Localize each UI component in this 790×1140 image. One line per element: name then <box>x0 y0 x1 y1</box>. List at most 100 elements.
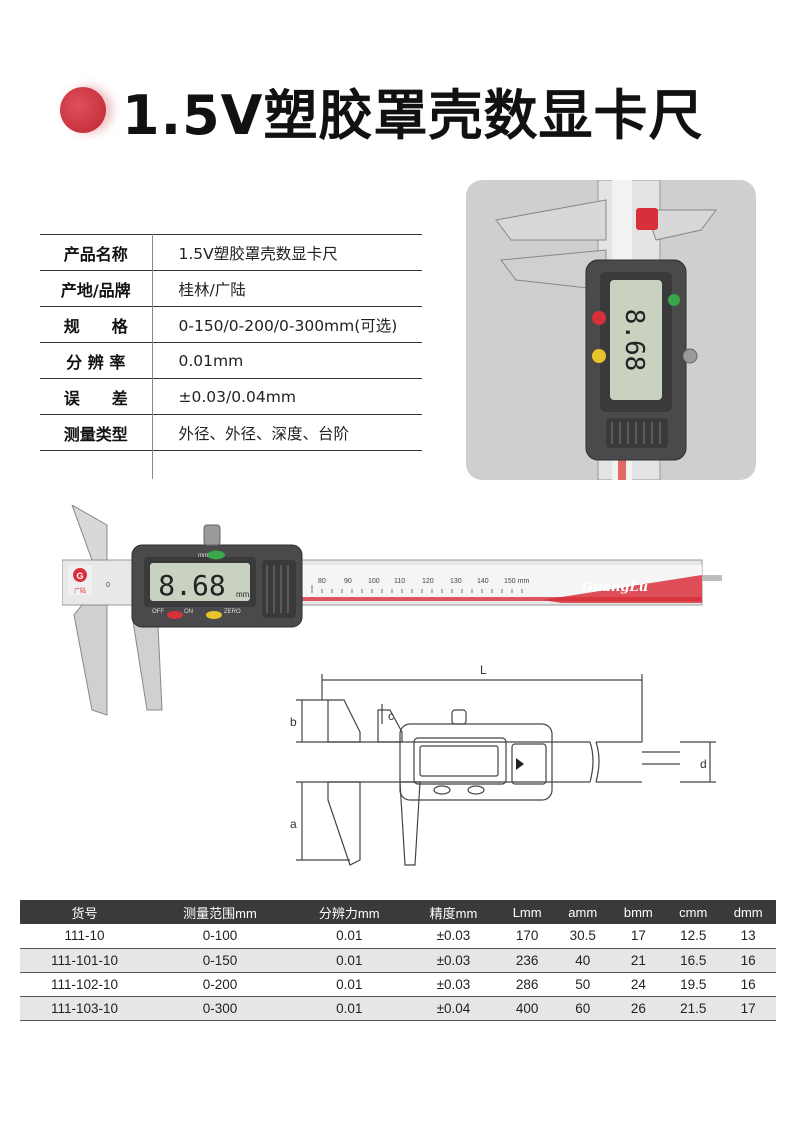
brand-logo-icon <box>636 208 658 230</box>
spec-row: 测量类型 外径、外径、深度、台阶 <box>40 414 422 451</box>
spec-label: 规 格 <box>40 306 153 343</box>
scale-tick-label: 110 <box>394 578 405 585</box>
table-cell: 16.5 <box>680 952 707 968</box>
dimension-label-b: b <box>290 715 297 729</box>
spec-row: 规 格 0-150/0-200/0-300mm(可选) <box>40 306 422 343</box>
caliper-main-photo: 80 90 100 110 120 130 140 150 mm 0 Guang… <box>61 503 728 720</box>
on-label: ON <box>184 609 193 615</box>
table-cell: 0-100 <box>202 928 238 944</box>
spec-label: 测量类型 <box>40 414 153 451</box>
table-cell: 111-103-10 <box>51 1000 119 1016</box>
table-cell: 16 <box>740 976 756 992</box>
table-header-row: 货号 测量范围mm 分辨力mm 精度mm Lmm amm bmm cmm dmm <box>20 900 776 924</box>
spec-label: 产品名称 <box>40 234 153 271</box>
title-row: 1.5V塑胶罩壳数显卡尺 <box>60 70 703 150</box>
table-row: 111-102-10 0-200 0.01 ±0.03 286 50 24 19… <box>20 972 776 996</box>
table-header: 精度mm <box>429 905 478 921</box>
dimension-label-L: L <box>480 663 487 677</box>
svg-text:G: G <box>76 571 83 581</box>
spec-row: 误 差 ±0.03/0.04mm <box>40 378 422 415</box>
scale-tick-label: 100 <box>368 578 380 585</box>
table-cell: ±0.03 <box>436 976 471 992</box>
table-cell: 17 <box>630 928 646 944</box>
zero-button <box>206 611 222 619</box>
scale-tick-label: 140 <box>477 578 489 585</box>
table-cell: ±0.03 <box>436 952 471 968</box>
table-header: dmm <box>733 904 763 920</box>
model-spec-table: 货号 测量范围mm 分辨力mm 精度mm Lmm amm bmm cmm dmm… <box>20 900 776 1021</box>
table-cell: 40 <box>575 952 591 968</box>
spec-value: 0-150/0-200/0-300mm(可选) <box>178 316 398 335</box>
table-cell: 12.5 <box>680 928 707 944</box>
off-on-button <box>167 611 183 619</box>
table-cell: 0-300 <box>202 1000 238 1016</box>
spec-value: ±0.03/0.04mm <box>178 387 296 406</box>
spec-row-empty <box>40 450 422 479</box>
table-header: 测量范围mm <box>183 905 257 921</box>
table-cell: 30.5 <box>569 928 596 944</box>
table-cell: 24 <box>630 976 646 992</box>
table-cell: 170 <box>515 928 539 944</box>
dimension-label-a: a <box>290 817 297 831</box>
title-bullet-dot <box>60 87 106 133</box>
closeup-lcd-reading: 8.68 <box>619 309 649 372</box>
table-row: 111-103-10 0-300 0.01 ±0.04 400 60 26 21… <box>20 996 776 1020</box>
off-label: OFF <box>152 609 164 615</box>
table-header: amm <box>568 904 598 920</box>
scale-tick-label: 130 <box>450 578 462 585</box>
closeup-zero-button <box>592 349 606 363</box>
table-cell: 0-150 <box>202 952 238 968</box>
brand-wordmark: GuangLu <box>582 580 648 595</box>
table-cell: 0-200 <box>202 976 238 992</box>
spec-value: 1.5V塑胶罩壳数显卡尺 <box>178 244 338 263</box>
table-row: 111-101-10 0-150 0.01 ±0.03 236 40 21 16… <box>20 948 776 972</box>
caliper-main-illustration: 80 90 100 110 120 130 140 150 mm 0 Guang… <box>61 503 722 716</box>
lcd-reading: 8.68 <box>158 569 225 602</box>
spec-label: 产地/品牌 <box>40 270 153 307</box>
zero-label: ZERO <box>224 609 241 615</box>
table-cell: 0.01 <box>336 976 363 992</box>
table-header: Lmm <box>512 904 542 920</box>
table-cell: 26 <box>630 1000 646 1016</box>
caliper-closeup-photo: 8.68 <box>466 180 756 480</box>
table-cell: 50 <box>575 976 591 992</box>
dimension-label-c: c <box>388 709 394 723</box>
table-cell: 60 <box>575 1000 591 1016</box>
lcd-unit: mm <box>236 590 250 599</box>
table-cell: 0.01 <box>336 1000 363 1016</box>
closeup-off-on-button <box>592 311 606 325</box>
scale-zero-label: 0 <box>106 582 110 589</box>
caliper-closeup-illustration: 8.68 <box>495 180 717 480</box>
spec-label: 误 差 <box>40 378 153 415</box>
closeup-mm-button <box>668 294 680 306</box>
table-header: 分辨力mm <box>318 905 380 921</box>
dimension-drawing-svg: L a b c d <box>290 663 716 866</box>
spec-row: 产品名称 1.5V塑胶罩壳数显卡尺 <box>40 234 422 271</box>
spec-value-empty <box>152 451 422 479</box>
dimension-drawing: L a b c d <box>280 660 730 875</box>
brand-cn-label: 广陆 <box>74 587 86 595</box>
spec-value: 外径、外径、深度、台阶 <box>178 424 350 443</box>
table-cell: 21.5 <box>680 1000 707 1016</box>
brand-logo-icon <box>73 568 87 582</box>
table-cell: 111-101-10 <box>51 952 119 968</box>
table-cell: 400 <box>515 1000 539 1016</box>
spec-label: 分 辨 率 <box>40 342 153 379</box>
table-cell: 236 <box>515 952 539 968</box>
table-cell: 19.5 <box>680 976 707 992</box>
scale-tick-label: 120 <box>422 578 434 585</box>
table-cell: 111-102-10 <box>51 976 119 992</box>
table-cell: 21 <box>630 952 646 968</box>
table-cell: 0.01 <box>336 928 363 944</box>
table-row: 111-10 0-100 0.01 ±0.03 170 30.5 17 12.5… <box>20 924 776 948</box>
dimension-label-d: d <box>700 757 707 771</box>
page-title: 1.5V塑胶罩壳数显卡尺 <box>122 83 704 147</box>
table-cell: 111-10 <box>64 928 105 944</box>
spec-label-empty <box>40 450 153 479</box>
table-cell: ±0.04 <box>436 1000 471 1016</box>
table-header: 货号 <box>71 905 98 921</box>
table-header: bmm <box>623 904 653 920</box>
scale-tick-label: 80 <box>318 578 326 585</box>
